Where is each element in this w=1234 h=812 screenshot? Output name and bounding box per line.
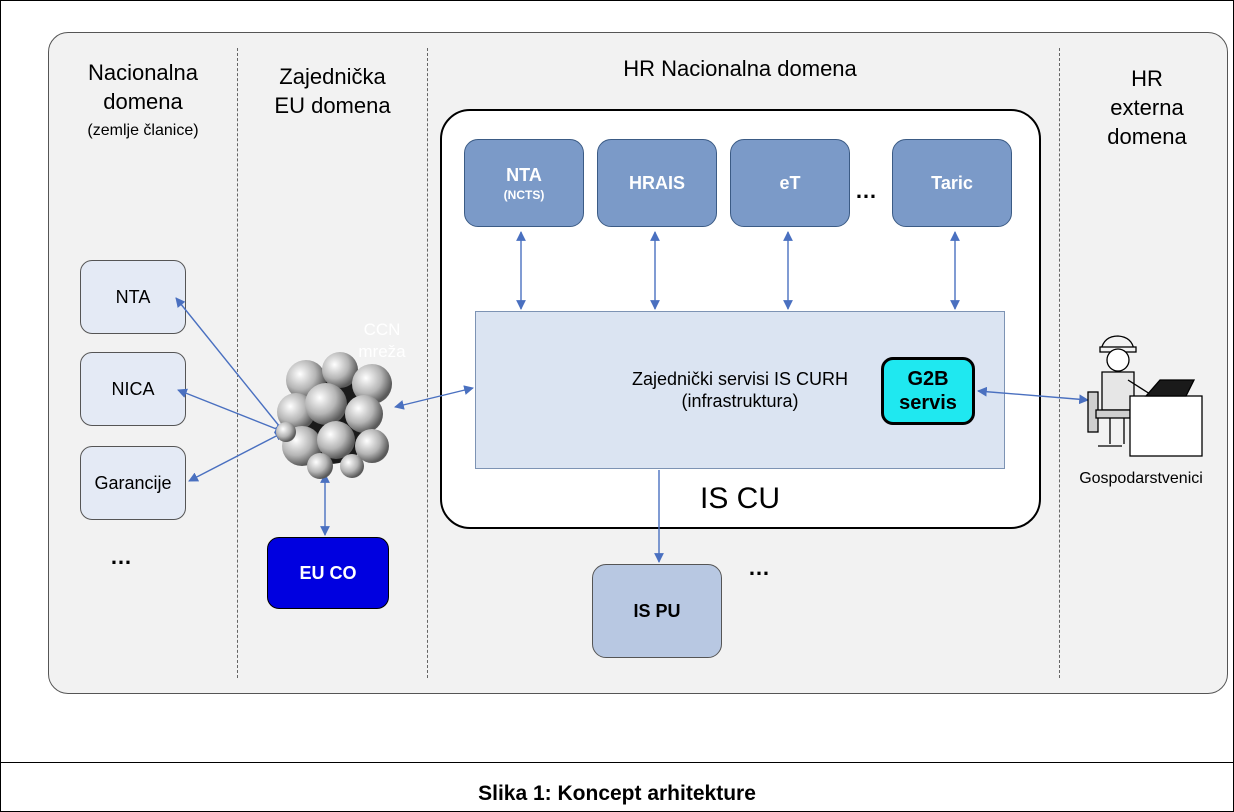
- service-box-hrais: HRAIS: [597, 139, 717, 227]
- arrow-nica-cloud: [177, 388, 285, 434]
- national-subtitle: (zemlje članice): [87, 122, 199, 139]
- ccn-network-label-line2: mreža: [358, 342, 406, 361]
- arrow-nta-cloud: [175, 297, 285, 433]
- service-hrais-label: HRAIS: [628, 172, 685, 193]
- service-et-label: eT: [779, 172, 801, 193]
- arrow-cloud-shared: [394, 385, 474, 410]
- hr-external-title-line3: domena: [1107, 124, 1187, 149]
- ccn-network-label: CCN mreža: [342, 319, 422, 363]
- shared-services-title: Zajednički servisi IS CURH: [631, 369, 849, 389]
- service-box-et: eT: [730, 139, 850, 227]
- member-system-garancije: Garancije: [80, 446, 186, 520]
- national-domain-header: Nacionalna domena (zemlje članice): [52, 58, 234, 145]
- is-pu-label: IS PU: [633, 600, 681, 621]
- eu-co-box: EU CO: [267, 537, 389, 609]
- member-system-nica-label: NICA: [111, 378, 155, 399]
- is-pu-box: IS PU: [592, 564, 722, 658]
- business-user-icon: [1087, 335, 1203, 457]
- ccn-network-cloud: [276, 352, 392, 479]
- national-title-line1: Nacionalna: [87, 60, 199, 85]
- iscu-label: IS CU: [699, 482, 780, 515]
- g2b-label-line2: servis: [899, 392, 957, 414]
- is-pu-ellipsis: …: [748, 555, 771, 580]
- eu-domain-header: Zajednička EU domena: [240, 62, 425, 120]
- arrow-garancije-cloud: [188, 431, 285, 482]
- service-nta-sublabel: (NCTS): [503, 187, 545, 202]
- figure-caption: Slika 1: Koncept arhitekture: [478, 782, 756, 805]
- hr-external-title-line1: HR: [1131, 66, 1163, 91]
- arrow-g2b-user: [977, 386, 1089, 405]
- member-systems-ellipsis: …: [110, 544, 133, 569]
- shared-services-subtitle: (infrastruktura): [681, 391, 799, 411]
- services-ellipsis: …: [855, 178, 878, 203]
- shared-services-text: Zajednički servisi IS CURH (infrastruktu…: [560, 368, 920, 412]
- hr-national-domain-header: HR Nacionalna domena: [560, 54, 920, 83]
- national-title-line2: domena: [103, 89, 183, 114]
- member-system-nta-label: NTA: [115, 286, 151, 307]
- member-system-nta: NTA: [80, 260, 186, 334]
- eu-co-label: EU CO: [299, 562, 357, 583]
- divider-eu-hr: [427, 48, 428, 678]
- business-users-label: Gospodarstvenici: [1079, 470, 1203, 487]
- caption-divider: [0, 762, 1234, 763]
- service-nta-label: NTA: [506, 164, 542, 185]
- hr-national-title: HR Nacionalna domena: [623, 56, 857, 81]
- eu-title-line1: Zajednička: [279, 64, 386, 89]
- service-taric-label: Taric: [931, 172, 973, 193]
- g2b-label-line1: G2B: [907, 368, 949, 390]
- ccn-network-label-line1: CCN: [363, 320, 401, 339]
- hr-external-domain-header: HR externa domena: [1062, 64, 1232, 151]
- g2b-service-box: G2B servis: [881, 357, 975, 425]
- service-box-nta: NTA (NCTS): [464, 139, 584, 227]
- member-system-garancije-label: Garancije: [94, 472, 172, 493]
- divider-hr-external: [1059, 48, 1060, 678]
- hr-external-title-line2: externa: [1110, 95, 1184, 120]
- eu-title-line2: EU domena: [274, 93, 391, 118]
- service-box-taric: Taric: [892, 139, 1012, 227]
